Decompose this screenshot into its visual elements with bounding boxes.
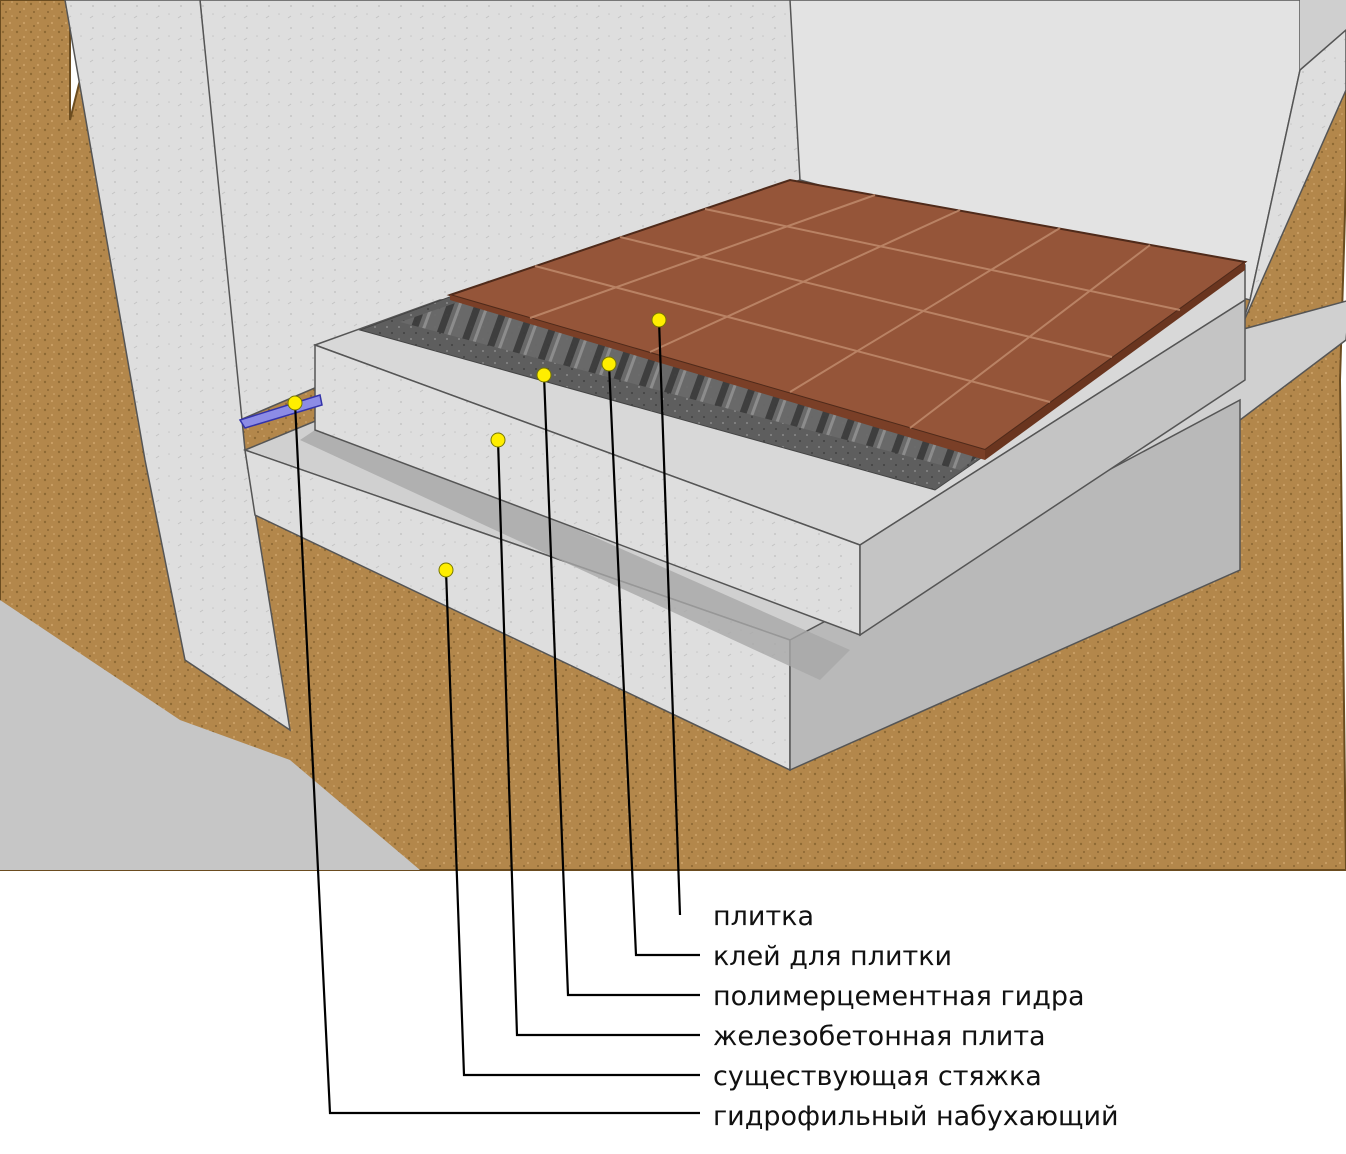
marker-waterproofing (536, 367, 552, 383)
marker-tile (651, 312, 667, 328)
label-tile-adhesive: клей для плитки (713, 941, 952, 972)
label-tile: плитка (713, 901, 814, 932)
marker-screed (438, 562, 454, 578)
marker-adhesive (601, 356, 617, 372)
right-wall (789, 0, 1346, 331)
leader-lines (293, 319, 700, 1115)
leader-swelling-cord (293, 402, 700, 1115)
leader-screed (444, 569, 700, 1077)
marker-rc-slab (490, 432, 506, 448)
tile-layer (446, 178, 1248, 460)
leader-adhesive (607, 363, 700, 957)
label-polymer-cement-waterproofing: полимерцементная гидра (713, 981, 1085, 1012)
label-rc-slab: железобетонная плита (713, 1021, 1046, 1052)
label-hydrophilic-swelling: гидрофильный набухающий (713, 1101, 1119, 1132)
marker-swelling-cord (287, 395, 303, 411)
left-wall (64, 0, 292, 732)
leader-waterproofing (542, 374, 700, 997)
leader-tile (657, 319, 682, 916)
markers (287, 312, 667, 578)
label-existing-screed: существующая стяжка (713, 1061, 1042, 1092)
leader-rc-slab (496, 439, 700, 1037)
